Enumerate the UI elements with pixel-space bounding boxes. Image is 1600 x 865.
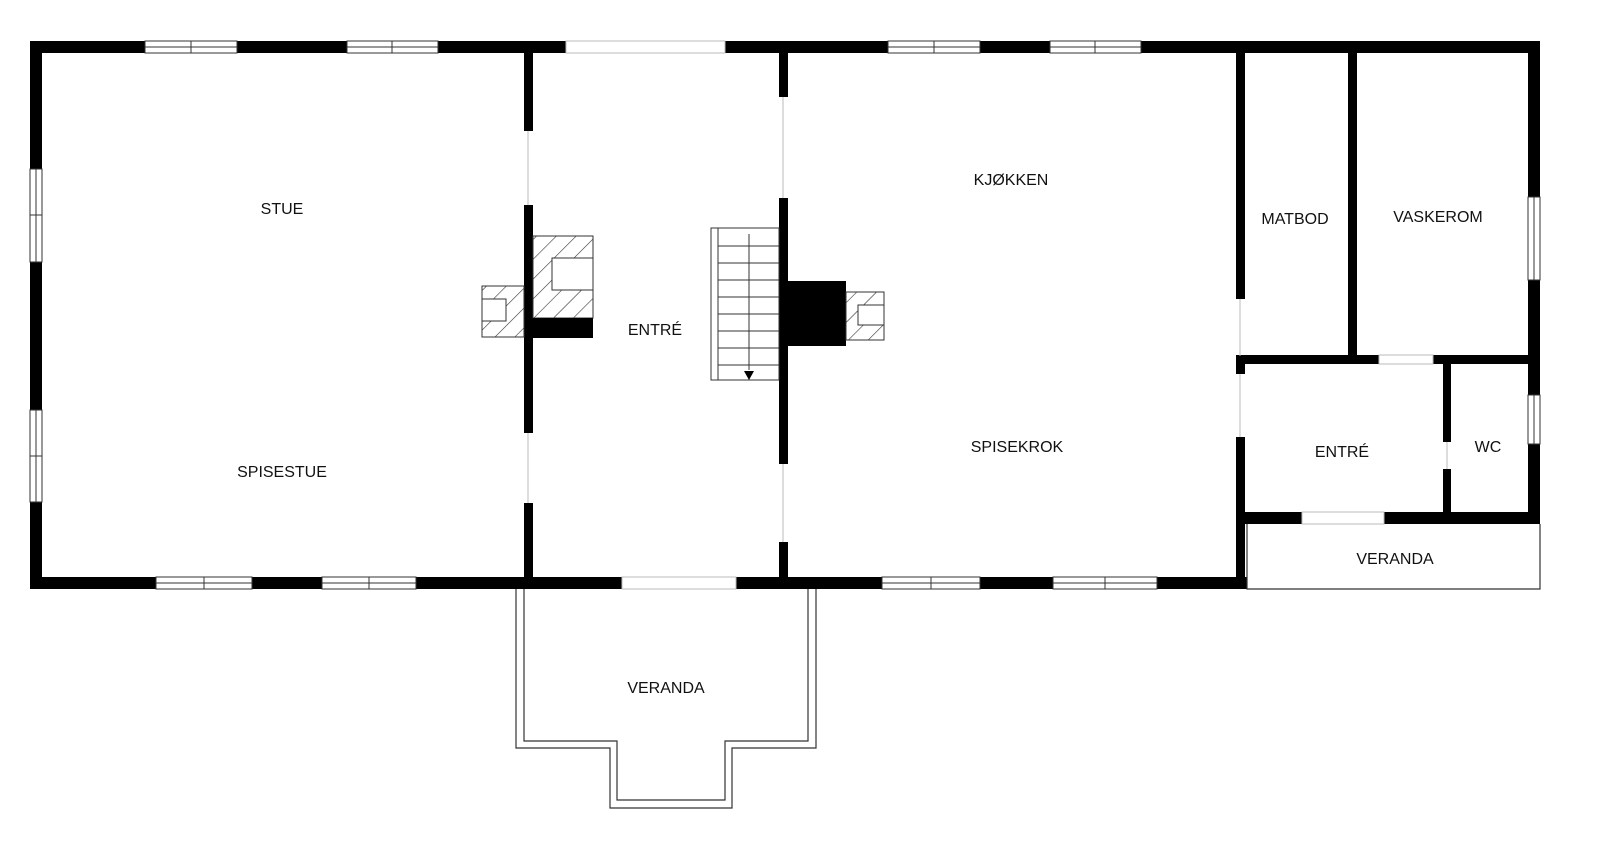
window-right-1 <box>1527 196 1541 281</box>
window-left-1 <box>29 168 43 263</box>
exterior-walls <box>30 41 1540 589</box>
front-door-bottom <box>621 576 737 590</box>
room-label-veranda-front: VERANDA <box>627 680 705 697</box>
window-top-1 <box>144 40 238 54</box>
veranda-side <box>1246 524 1541 590</box>
window-top-3 <box>887 40 981 54</box>
side-door <box>1301 511 1385 525</box>
room-label-entre-side: ENTRÉ <box>1315 442 1369 461</box>
room-label-vaskerom: VASKEROM <box>1393 209 1483 226</box>
window-bottom-1 <box>155 576 253 590</box>
stairs-icon <box>710 227 780 381</box>
room-label-spisekrok: SPISEKROK <box>971 439 1064 456</box>
room-label-veranda-side: VERANDA <box>1356 551 1434 568</box>
stove-left-icon <box>481 285 525 338</box>
chimney-icon <box>788 281 885 346</box>
window-bottom-4 <box>1052 576 1158 590</box>
room-labels: STUE SPISESTUE ENTRÉ KJØKKEN SPISEKROK M… <box>237 172 1501 697</box>
window-right-2 <box>1527 394 1541 445</box>
room-label-entre-main: ENTRÉ <box>628 320 682 339</box>
windows <box>29 40 1541 590</box>
window-top-4 <box>1049 40 1142 54</box>
room-label-wc: WC <box>1475 439 1502 456</box>
room-label-stue: STUE <box>261 201 304 218</box>
door-openings <box>527 40 1448 590</box>
window-bottom-2 <box>321 576 417 590</box>
window-left-2 <box>29 409 43 503</box>
room-label-spisestue: SPISESTUE <box>237 464 327 481</box>
veranda-front <box>515 589 817 809</box>
front-door-top <box>565 40 726 54</box>
fireplace-icon <box>532 235 594 338</box>
interior-walls <box>524 53 1540 583</box>
window-bottom-3 <box>881 576 981 590</box>
room-label-kjokken: KJØKKEN <box>974 172 1049 189</box>
room-label-matbod: MATBOD <box>1261 211 1328 228</box>
window-top-2 <box>346 40 439 54</box>
